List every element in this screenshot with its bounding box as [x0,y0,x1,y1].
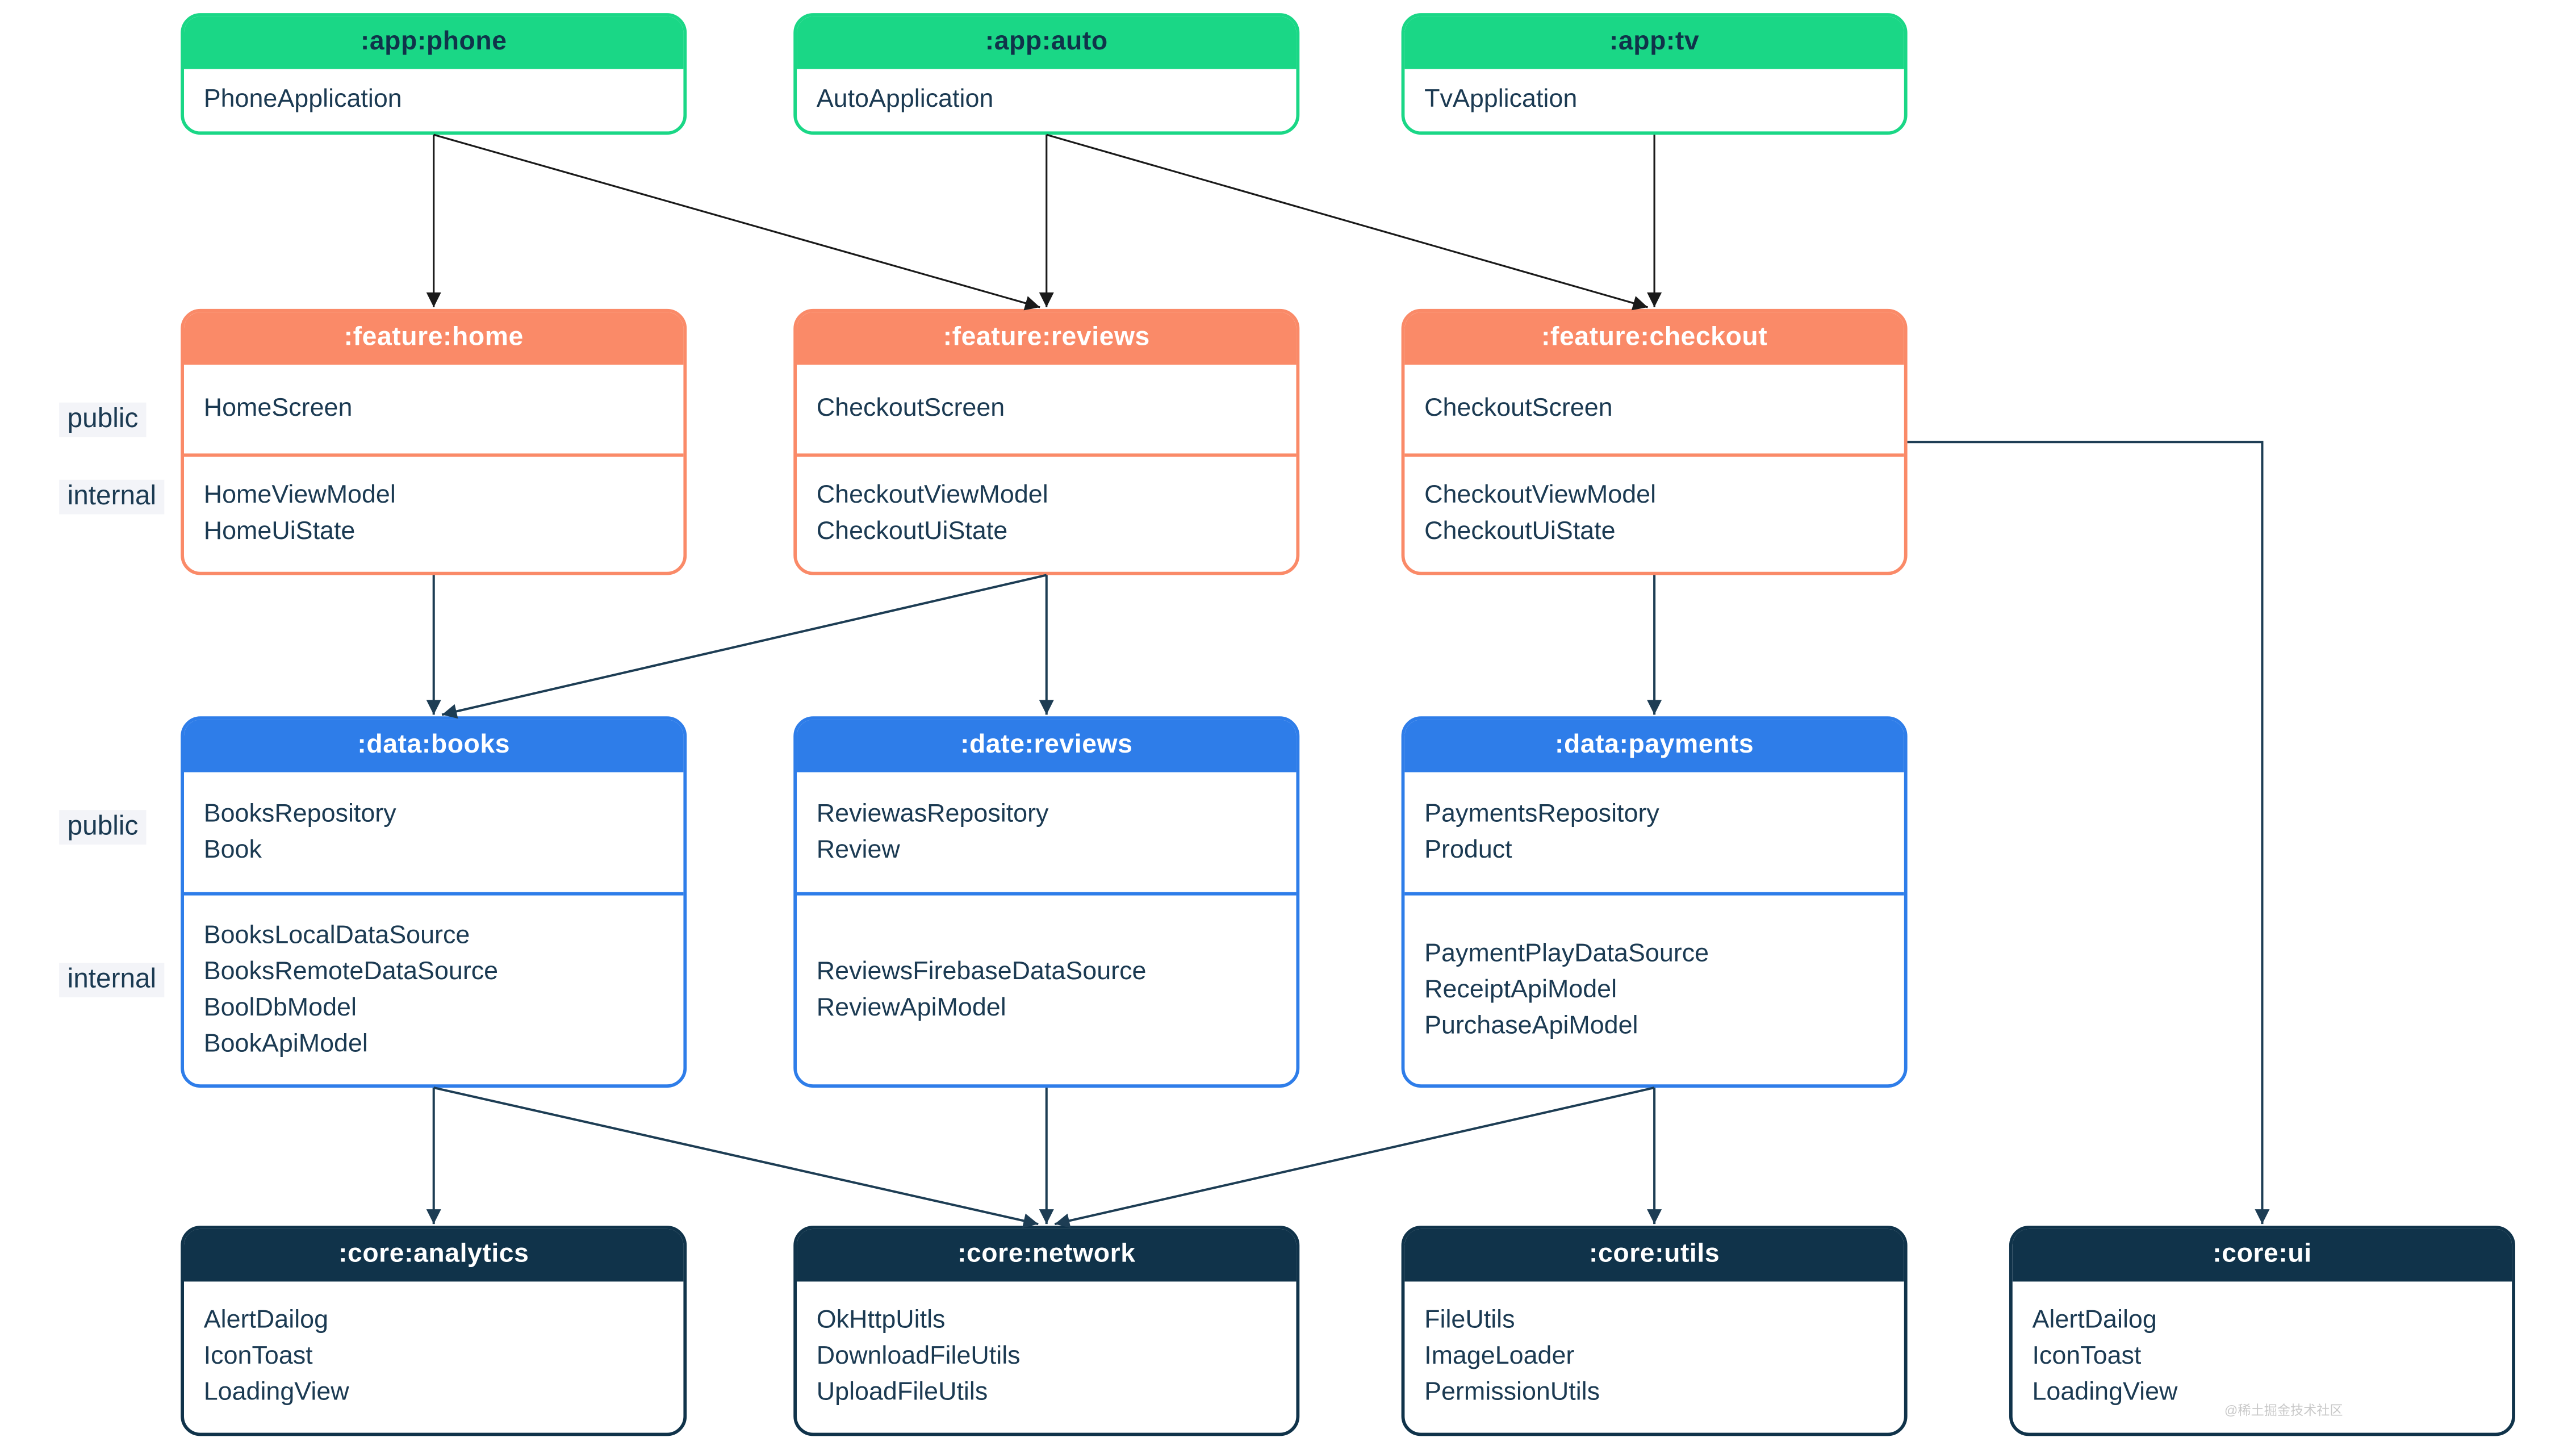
module-classes: TvApplication [1404,69,1904,132]
module-app-phone: :app:phone PhoneApplication [181,13,687,135]
class-name: ReviewsFirebaseDataSource [816,957,1147,985]
module-title: :core:utils [1404,1228,1904,1282]
class-name: HomeViewModel [203,481,396,509]
class-name: HomeScreen [203,394,353,423]
class-name: OkHttpUitls [816,1306,946,1334]
module-title: :app:auto [797,16,1297,69]
module-title: :app:phone [184,16,684,69]
module-app-tv: :app:tv TvApplication [1401,13,1908,135]
class-name: AutoApplication [816,85,994,114]
class-name: UploadFileUtils [816,1378,988,1407]
module-title: :data:payments [1404,720,1904,772]
module-title: :app:tv [1404,16,1904,69]
dependency-arrow-feature_checkout-to-core_ui [1907,441,2270,1225]
class-name: DownloadFileUtils [816,1342,1021,1370]
class-name: BooksLocalDataSource [203,921,470,949]
module-title: :date:reviews [797,720,1297,772]
class-name: PaymentsRepository [1424,799,1659,828]
class-name: IconToast [203,1342,313,1370]
class-name: IconToast [2032,1342,2142,1370]
class-name: Review [816,835,900,864]
class-name: PaymentPlayDataSource [1424,939,1709,967]
module-feature-reviews: :feature:reviews CheckoutScreen Checkout… [793,308,1300,575]
module-classes: AutoApplication [797,69,1296,132]
dependency-arrow-app_auto-to-feature_checkout [1046,133,1648,311]
class-name: CheckoutViewModel [1424,481,1657,509]
visibility-label-internal-data: internal [59,963,165,997]
visibility-label-internal-feature: internal [59,479,165,515]
class-name: ReviewApiModel [816,993,1006,1021]
module-title: :feature:checkout [1404,312,1904,365]
module-title: :feature:home [184,312,684,365]
class-name: BoolDbModel [203,993,357,1021]
module-title: :core:ui [2012,1228,2512,1282]
dependency-arrow-feature_reviews-to-data_books [441,574,1047,719]
class-name: BookApiModel [203,1029,368,1058]
class-name: CheckoutUiState [1424,517,1616,546]
class-name: Product [1424,835,1512,864]
class-name: BooksRemoteDataSource [203,957,499,985]
dependency-arrow-app_phone-to-feature_reviews [433,133,1040,311]
class-name: LoadingView [2032,1378,2178,1407]
module-app-auto: :app:auto AutoApplication [793,13,1300,135]
class-name: TvApplication [1424,85,1578,114]
visibility-label-public-feature: public [59,402,147,437]
class-name: PhoneApplication [203,85,402,114]
module-feature-checkout: :feature:checkout CheckoutScreen Checkou… [1401,308,1908,575]
module-title: :data:books [184,720,684,772]
class-name: CheckoutScreen [1424,394,1613,423]
class-name: BooksRepository [203,799,396,828]
class-name: ReviewasRepository [816,799,1049,828]
dependency-arrow-data_payments-to-core_network [1054,1087,1655,1228]
dependency-arrow-data_books-to-core_network [433,1087,1039,1228]
class-name: LoadingView [203,1378,349,1407]
module-public-classes: CheckoutScreen [1404,365,1904,453]
class-name: HomeUiState [203,517,356,546]
class-name: PurchaseApiModel [1424,1011,1638,1039]
module-public-classes: CheckoutScreen [797,365,1296,453]
class-name: ReceiptApiModel [1424,975,1617,1004]
module-title: :core:analytics [184,1228,684,1282]
class-name: CheckoutUiState [816,517,1008,546]
class-name: PermissionUtils [1424,1378,1600,1407]
class-name: ImageLoader [1424,1342,1575,1370]
visibility-label-public-data: public [59,810,147,845]
module-title: :feature:reviews [797,312,1297,365]
class-name: Book [203,835,262,864]
class-name: FileUtils [1424,1306,1515,1334]
module-title: :core:network [797,1228,1297,1282]
class-name: AlertDailog [2032,1306,2157,1334]
class-name: AlertDailog [203,1306,329,1334]
module-classes: PhoneApplication [184,69,683,132]
class-name: CheckoutViewModel [816,481,1048,509]
module-public-classes: HomeScreen [184,365,683,453]
class-name: CheckoutScreen [816,394,1005,423]
watermark: @稀土掘金技术社区 [2224,1403,2343,1418]
